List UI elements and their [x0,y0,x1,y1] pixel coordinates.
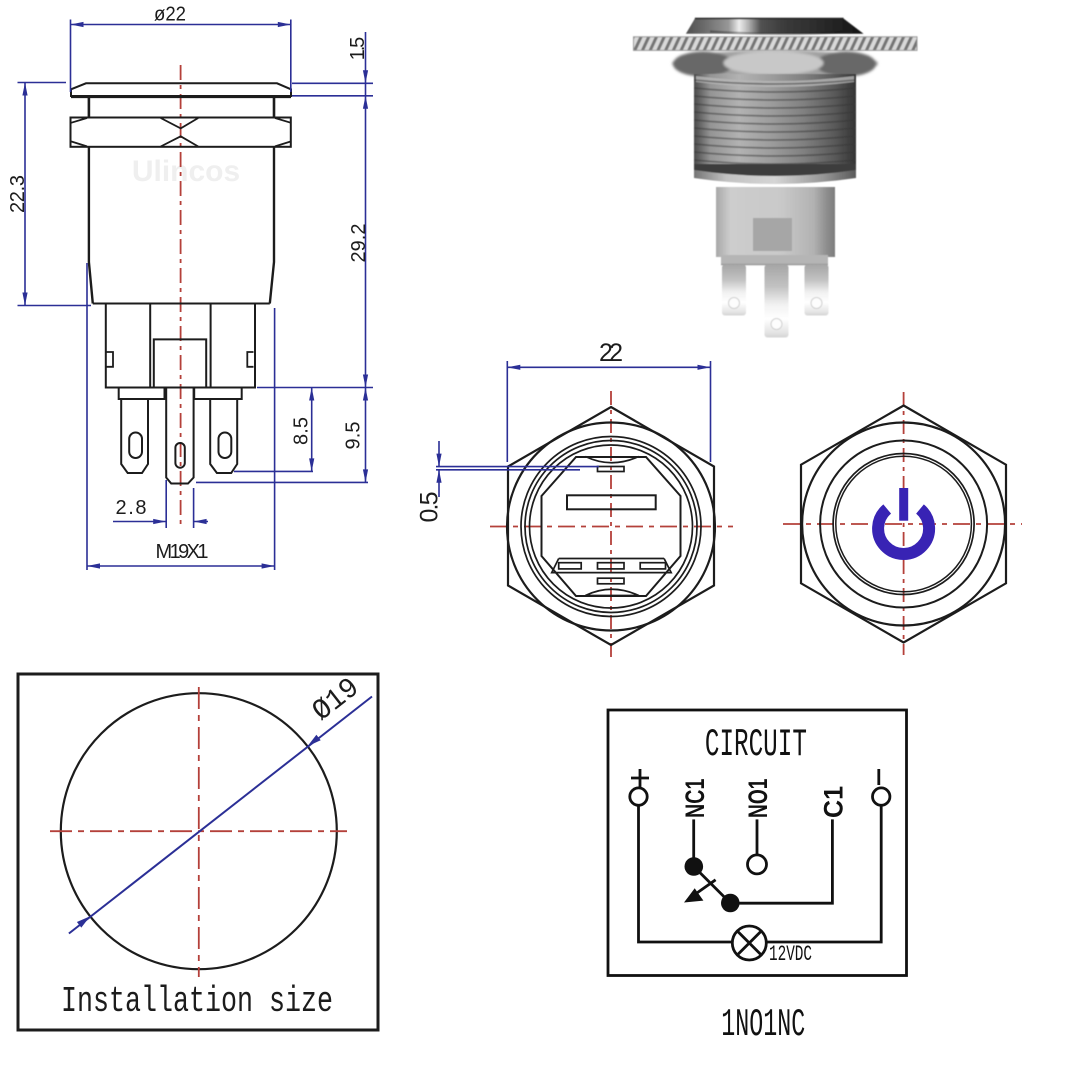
svg-text:CIRCUIT: CIRCUIT [705,723,807,767]
svg-text:12VDC: 12VDC [769,942,812,967]
svg-text:ø22: ø22 [154,4,186,26]
svg-text:29.2: 29.2 [348,224,370,263]
svg-text:22.3: 22.3 [7,175,29,213]
svg-text:9.5: 9.5 [343,422,365,450]
svg-text:Installation size: Installation size [61,981,333,1022]
svg-text:2.8: 2.8 [116,497,147,519]
svg-text:1.5: 1.5 [347,37,369,61]
svg-text:0.5: 0.5 [416,492,444,523]
svg-text:NC1: NC1 [680,779,710,818]
svg-text:8.5: 8.5 [291,417,313,445]
svg-text:M19X1: M19X1 [156,541,209,563]
svg-text:NO1: NO1 [743,779,773,818]
svg-text:1NO1NC: 1NO1NC [721,1003,805,1047]
svg-text:22: 22 [599,339,623,367]
svg-text:C1: C1 [819,786,849,818]
svg-text:Ulincos: Ulincos [132,155,240,188]
